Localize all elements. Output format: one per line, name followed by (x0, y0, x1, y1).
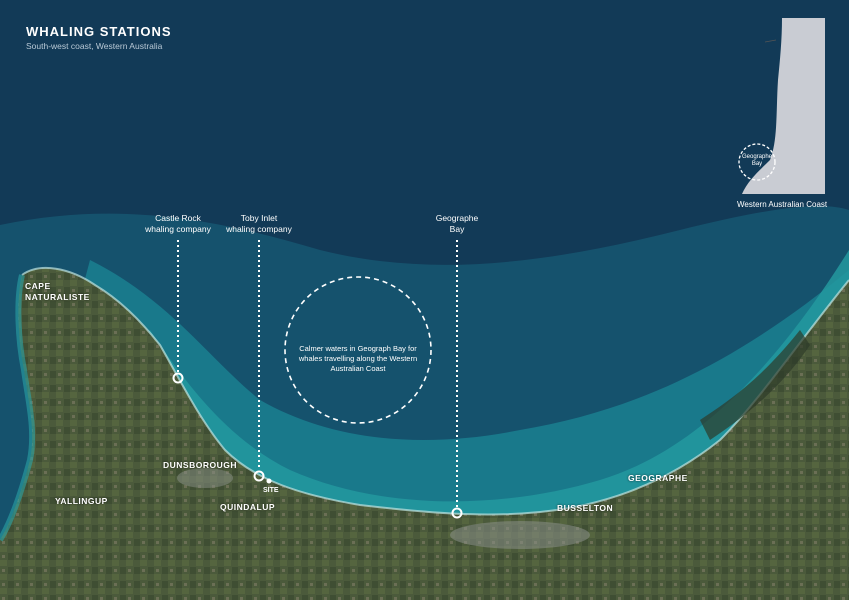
place-site: SITE (263, 487, 279, 494)
land-mass (0, 267, 849, 600)
inset-caption: Western Australian Coast (737, 200, 828, 209)
geographe-bay-marker[interactable] (451, 507, 463, 519)
busselton-urban (450, 521, 590, 549)
place-quindalup: QUINDALUP (220, 502, 276, 512)
geographe-bay-label: Geographe Bay (435, 213, 479, 234)
inset-land (742, 18, 825, 194)
site-dot (266, 478, 272, 484)
place-yallingup: YALLINGUP (55, 496, 108, 506)
calm-waters-note: Calmer waters in Geograph Bay for whales… (298, 344, 418, 373)
place-cape-naturaliste: CAPE NATURALISTE (25, 281, 90, 302)
wetlands (700, 330, 810, 440)
place-dunsborough: DUNSBOROUGH (163, 460, 237, 470)
inset-tick (764, 39, 777, 43)
place-busselton: BUSSELTON (557, 503, 614, 513)
map-title: WHALING STATIONS (26, 24, 172, 39)
castle-rock-label: Castle Rock whaling company (145, 213, 211, 234)
inset-bay-label: Geographe Bay (741, 154, 773, 167)
inset-map (737, 18, 825, 194)
place-geographe: GEOGRAPHE (628, 473, 688, 483)
inset-bay-circle (738, 143, 776, 181)
dunsborough-urban (177, 468, 233, 488)
coastline-foam (21, 267, 849, 516)
west-coast-foam (0, 274, 36, 542)
calm-waters-circle (284, 276, 432, 424)
toby-inlet-label: Toby Inlet whaling company (226, 213, 292, 234)
castle-rock-marker[interactable] (172, 372, 184, 384)
map-subtitle: South-west coast, Western Australia (26, 41, 163, 51)
toby-inlet-marker[interactable] (253, 470, 265, 482)
